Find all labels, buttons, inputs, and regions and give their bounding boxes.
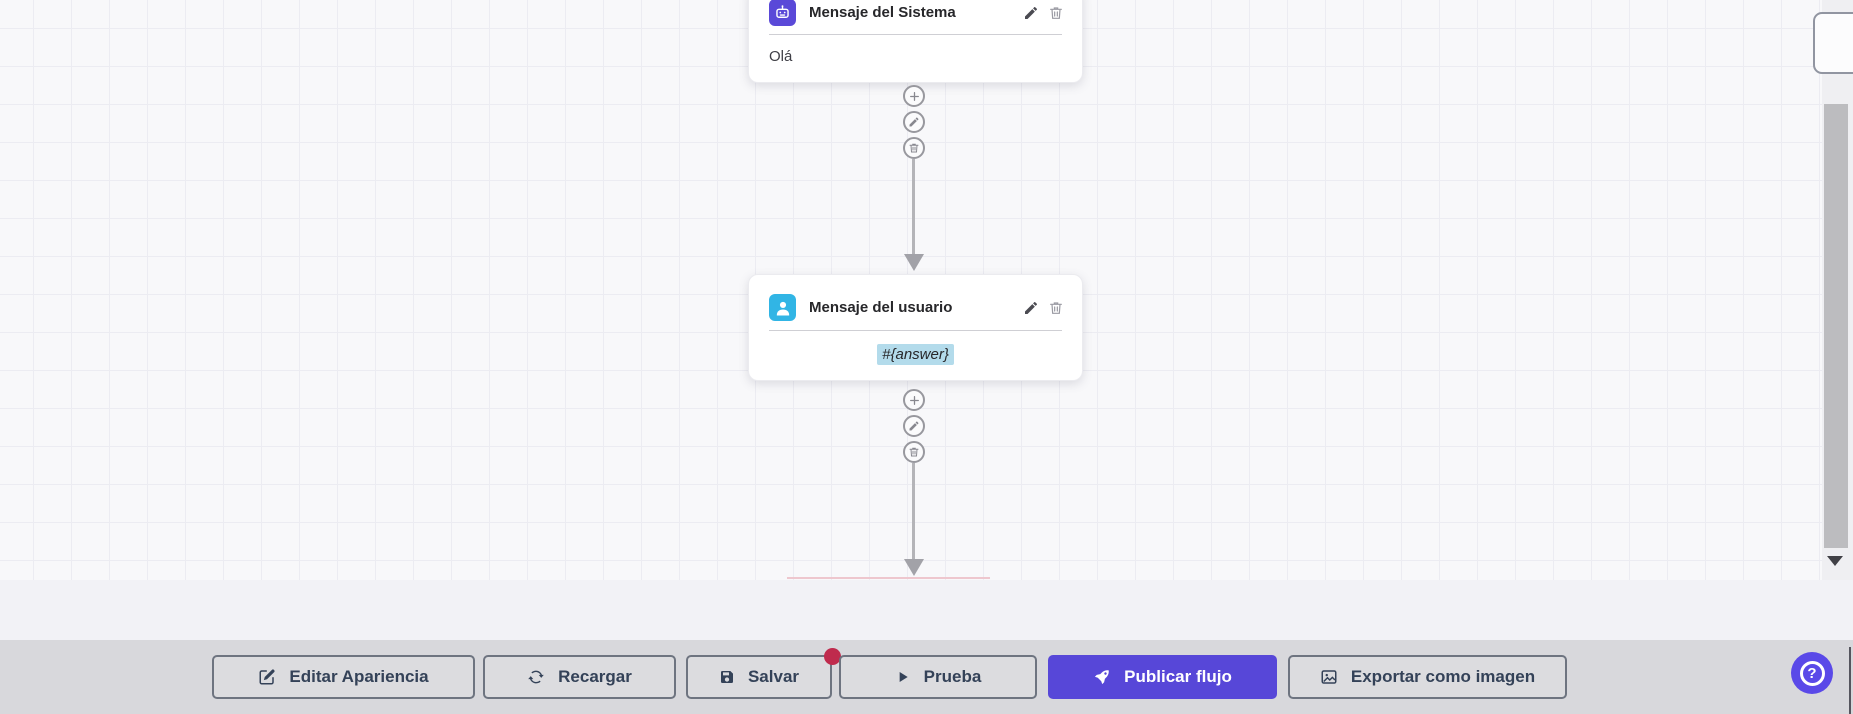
vertical-scrollbar-thumb[interactable] <box>1824 104 1848 548</box>
save-icon <box>719 669 735 685</box>
variable-chip[interactable]: #{answer} <box>877 344 954 365</box>
image-icon <box>1320 668 1338 686</box>
edit-appearance-button[interactable]: Editar Apariencia <box>212 655 475 699</box>
unsaved-changes-badge <box>824 648 841 665</box>
user-icon <box>769 294 796 321</box>
pencil-icon <box>909 421 919 431</box>
edit-step-button[interactable] <box>903 111 925 133</box>
trash-icon <box>909 143 919 153</box>
publish-flow-button[interactable]: Publicar flujo <box>1048 655 1277 699</box>
add-step-button[interactable] <box>903 389 925 411</box>
question-mark-icon: ? <box>1799 660 1825 686</box>
delete-step-button[interactable] <box>903 137 925 159</box>
side-panel-handle[interactable] <box>1813 12 1853 74</box>
edit-square-icon <box>258 668 276 686</box>
delete-node-icon[interactable] <box>1048 300 1064 316</box>
button-label: Exportar como imagen <box>1350 667 1536 686</box>
reload-button[interactable]: Recargar <box>483 655 676 699</box>
flow-canvas[interactable]: Mensaje del Sistema Olá <box>0 0 1853 580</box>
pencil-icon <box>909 117 919 127</box>
refresh-icon <box>527 668 545 686</box>
button-label: Publicar flujo <box>1124 667 1232 686</box>
trash-icon <box>909 447 919 457</box>
next-node-edge <box>787 577 990 579</box>
plus-icon <box>909 395 919 405</box>
button-label: Editar Apariencia <box>289 667 429 686</box>
rocket-icon <box>1093 668 1111 686</box>
plus-icon <box>909 91 919 101</box>
flow-connector-line <box>912 159 915 255</box>
flow-arrow-head <box>904 254 924 271</box>
help-button[interactable]: ? <box>1791 652 1833 694</box>
flow-arrow-head <box>904 559 924 576</box>
node-title: Mensaje del Sistema <box>809 4 956 21</box>
node-system-message[interactable]: Mensaje del Sistema Olá <box>748 0 1083 83</box>
flow-connector-line <box>912 463 915 560</box>
add-step-button[interactable] <box>903 85 925 107</box>
delete-node-icon[interactable] <box>1048 5 1064 21</box>
scroll-down-arrow-icon[interactable] <box>1827 556 1843 566</box>
button-label: Salvar <box>747 667 800 686</box>
right-edge-divider <box>1849 647 1851 714</box>
robot-icon <box>769 0 796 26</box>
edit-step-button[interactable] <box>903 415 925 437</box>
button-label: Recargar <box>558 667 632 686</box>
button-label: Prueba <box>923 667 982 686</box>
test-button[interactable]: Prueba <box>839 655 1037 699</box>
node-body-text: Olá <box>769 48 793 65</box>
edit-node-icon[interactable] <box>1023 300 1039 316</box>
save-button[interactable]: Salvar <box>686 655 832 699</box>
export-image-button[interactable]: Exportar como imagen <box>1288 655 1567 699</box>
node-title: Mensaje del usuario <box>809 299 953 316</box>
edit-node-icon[interactable] <box>1023 5 1039 21</box>
canvas-footer-band <box>0 580 1853 640</box>
node-user-message[interactable]: Mensaje del usuario #{answer} <box>748 274 1083 381</box>
delete-step-button[interactable] <box>903 441 925 463</box>
play-icon <box>895 669 911 685</box>
